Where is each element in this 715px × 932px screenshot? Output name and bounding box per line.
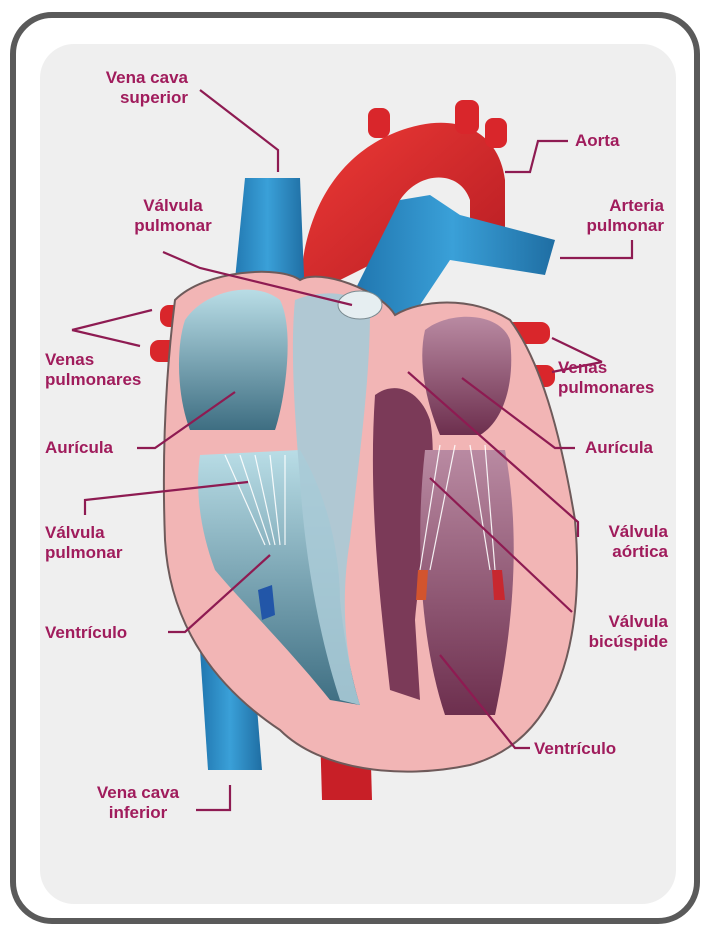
label-ventriculo-right: Ventrículo xyxy=(534,739,664,759)
label-auricula-left: Aurícula xyxy=(45,438,145,458)
aorta-branch-1 xyxy=(368,108,390,138)
right-atrium xyxy=(179,290,288,430)
aorta-branch-2 xyxy=(455,100,479,134)
label-valvula-pulmonar-top: Válvula pulmonar xyxy=(118,196,228,236)
label-auricula-right: Aurícula xyxy=(585,438,675,458)
aorta-branch-3 xyxy=(485,118,507,148)
label-venas-pulmonares-left: Venas pulmonares xyxy=(45,350,175,390)
label-venas-pulmonares-right: Venas pulmonares xyxy=(558,358,678,398)
pulmonary-valve-top xyxy=(338,291,382,319)
label-valvula-bicuspide: Válvula bicúspide xyxy=(545,612,668,652)
label-aorta: Aorta xyxy=(575,131,655,151)
label-arteria-pulmonar: Arteria pulmonar xyxy=(560,196,664,236)
label-vena-cava-inferior: Vena cava inferior xyxy=(78,783,198,823)
label-valvula-pulmonar-left: Válvula pulmonar xyxy=(45,523,155,563)
papillary-muscle-right-1 xyxy=(416,570,428,600)
label-ventriculo-left: Ventrículo xyxy=(45,623,175,643)
label-vena-cava-superior: Vena cava superior xyxy=(78,68,188,108)
label-valvula-aortica: Válvula aórtica xyxy=(560,522,668,562)
